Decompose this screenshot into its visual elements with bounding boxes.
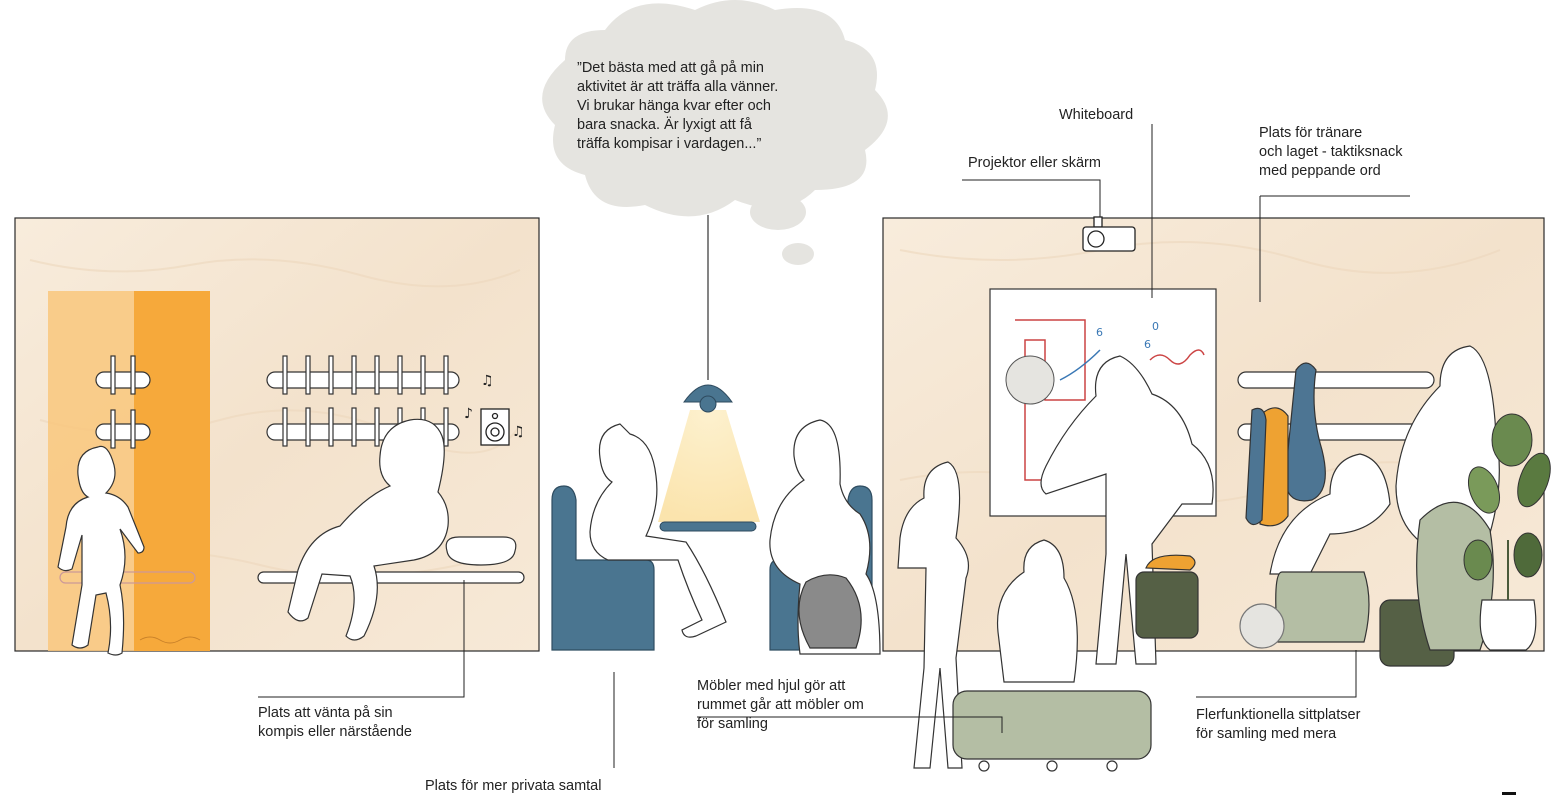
svg-text:♫: ♫ [512,424,525,440]
svg-text:♫: ♫ [481,373,494,389]
label-multi-seating: Flerfunktionella sittplatser för samling… [1196,706,1360,744]
svg-text:♪: ♪ [464,406,473,422]
corner-mark [1502,792,1516,795]
label-waiting: Plats att vänta på sin kompis eller närs… [258,704,412,742]
label-wheeled-furniture: Möbler med hjul gör att rummet går att m… [697,677,864,734]
label-whiteboard: Whiteboard [1059,106,1133,125]
speaker-icon [481,409,509,445]
label-private-talks: Plats för mer privata samtal [425,777,601,796]
wheeled-bench [953,691,1151,771]
svg-text:6: 6 [1096,326,1103,339]
label-coach-area: Plats för tränare och laget - taktiksnac… [1259,124,1402,181]
svg-text:0: 0 [1152,320,1159,333]
svg-text:6: 6 [1144,338,1151,351]
label-projector: Projektor eller skärm [968,154,1101,173]
speech-bubble-quote: ”Det bästa med att gå på min aktivitet ä… [577,59,778,154]
lamp-icon [658,215,760,531]
orange-curtain [48,291,210,651]
